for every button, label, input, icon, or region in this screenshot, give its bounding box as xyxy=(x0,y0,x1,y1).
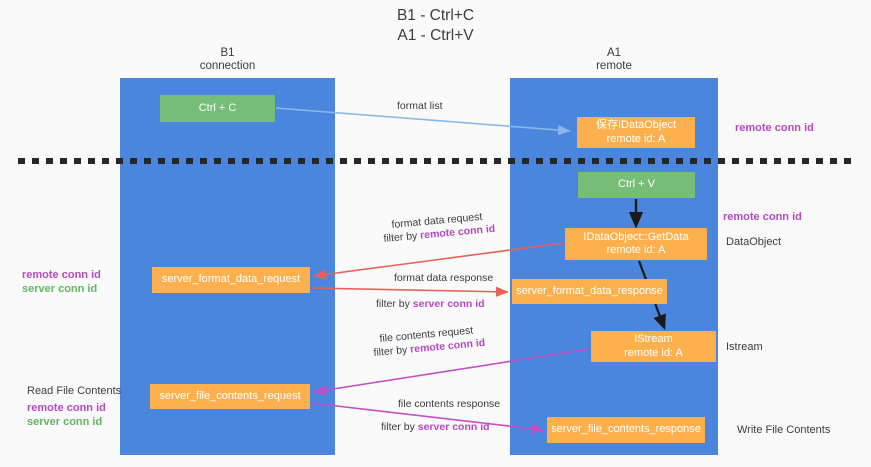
title-line-1: B1 - Ctrl+C xyxy=(396,7,475,24)
annotation-left-middle-server-conn-id: server conn id xyxy=(22,283,98,295)
annotation-left-bottom-server-conn-id: server conn id xyxy=(27,416,103,428)
node-istream-label: IStream xyxy=(634,333,673,345)
annotation-read-file-contents: Read File Contents xyxy=(27,385,122,397)
node-istream[interactable]: IStream remote id: A xyxy=(591,331,716,362)
edge-label-file-contents-response: file contents response xyxy=(398,398,501,410)
lane-header-b1-subtitle: connection xyxy=(199,60,256,72)
edge-format-data-response xyxy=(310,286,509,297)
node-server-file-contents-request-label: server_file_contents_request xyxy=(159,389,301,402)
lane-header-b1: B1 connection xyxy=(120,47,335,73)
annotation-left-bottom-remote-conn-id: remote conn id xyxy=(27,402,106,414)
node-ctrl-v-label: Ctrl + V xyxy=(618,178,655,191)
node-server-file-contents-response-label: server_file_contents_response xyxy=(551,423,701,436)
node-server-format-data-request[interactable]: server_format_data_request xyxy=(152,267,310,293)
filter-key-server-conn-id-1: server conn id xyxy=(412,298,485,310)
node-server-format-data-response[interactable]: server_format_data_response xyxy=(512,279,667,304)
node-ctrl-c-label: Ctrl + C xyxy=(198,101,237,114)
node-server-file-contents-response[interactable]: server_file_contents_response xyxy=(547,417,705,443)
annotation-istream: Istream xyxy=(726,341,763,353)
node-ctrl-c[interactable]: Ctrl + C xyxy=(160,95,275,122)
node-server-format-data-response-label: server_format_data_response xyxy=(516,284,663,297)
diagram-title: B1 - Ctrl+C A1 - Ctrl+V xyxy=(0,6,871,46)
edge-label-format-data-response-filter: filter by server conn id xyxy=(376,298,485,310)
annotation-left-middle-remote-conn-id: remote conn id xyxy=(22,269,101,281)
annotation-dataobject: DataObject xyxy=(726,236,782,248)
annotation-write-file-contents: Write File Contents xyxy=(737,424,831,436)
edge-label-file-contents-response-filter: filter by server conn id xyxy=(381,421,490,433)
annotation-remote-conn-id-top: remote conn id xyxy=(735,122,814,134)
title-line-2: A1 - Ctrl+V xyxy=(397,27,474,44)
annotation-left-bottom: Read File Contents remote conn id server… xyxy=(27,384,121,429)
lane-header-b1-title: B1 xyxy=(220,47,235,59)
lane-header-a1-title: A1 xyxy=(606,47,622,59)
filter-prefix-4: filter by xyxy=(381,421,418,433)
annotation-remote-conn-id-mid: remote conn id xyxy=(723,211,802,223)
annotation-left-middle: remote conn id server conn id xyxy=(22,268,101,296)
filter-key-server-conn-id-2: server conn id xyxy=(417,421,490,433)
lane-header-a1: A1 remote xyxy=(510,47,718,73)
edge-label-format-data-response: format data response xyxy=(394,272,494,284)
node-idataobject-getdata-remote-id: remote id: A xyxy=(606,244,666,256)
node-save-idataobject-remote-id: remote id: A xyxy=(606,132,666,145)
filter-prefix-1: filter by xyxy=(383,229,421,245)
lane-header-a1-subtitle: remote xyxy=(596,60,632,72)
node-ctrl-v[interactable]: Ctrl + V xyxy=(578,172,695,198)
node-save-idataobject[interactable]: 保存IDataObject remote id: A xyxy=(577,117,695,148)
node-idataobject-getdata-label: IDataObject::GetData xyxy=(583,230,689,243)
edge-label-format-list: format list xyxy=(397,100,443,112)
node-server-format-data-request-label: server_format_data_request xyxy=(161,273,301,286)
node-istream-remote-id: remote id: A xyxy=(624,346,683,359)
node-save-idataobject-label: 保存IDataObject xyxy=(595,119,677,131)
filter-prefix-3: filter by xyxy=(373,343,411,359)
node-idataobject-getdata[interactable]: IDataObject::GetData remote id: A xyxy=(565,228,707,260)
filter-prefix-2: filter by xyxy=(376,298,413,310)
node-server-file-contents-request[interactable]: server_file_contents_request xyxy=(150,384,310,409)
